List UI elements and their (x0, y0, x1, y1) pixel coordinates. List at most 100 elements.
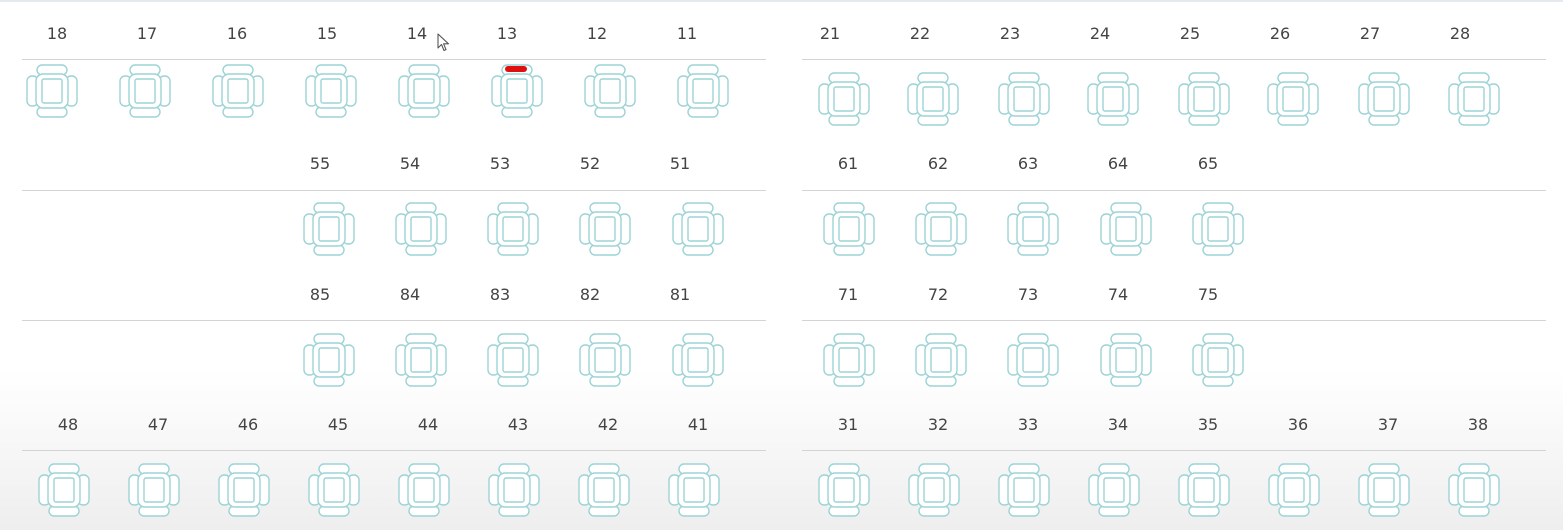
tooth-55[interactable] (302, 201, 356, 257)
tooth-icon (26, 64, 78, 118)
tooth-number-46: 46 (237, 415, 259, 434)
tooth-31[interactable] (817, 462, 871, 518)
tooth-15[interactable] (304, 63, 358, 119)
lower-primary-teeth-right-line (802, 320, 1546, 321)
tooth-icon (908, 463, 960, 517)
tooth-26[interactable] (1266, 71, 1320, 127)
tooth-11[interactable] (676, 63, 730, 119)
tooth-41[interactable] (667, 462, 721, 518)
tooth-17[interactable] (118, 63, 172, 119)
tooth-icon (1007, 333, 1059, 387)
tooth-61[interactable] (822, 201, 876, 257)
tooth-74[interactable] (1099, 332, 1153, 388)
tooth-47[interactable] (127, 462, 181, 518)
tooth-27[interactable] (1357, 71, 1411, 127)
tooth-number-14: 14 (406, 24, 428, 43)
tooth-icon (668, 463, 720, 517)
tooth-43[interactable] (487, 462, 541, 518)
tooth-number-21: 21 (819, 24, 841, 43)
tooth-35[interactable] (1177, 462, 1231, 518)
tooth-82[interactable] (578, 332, 632, 388)
tooth-icon (1358, 72, 1410, 126)
tooth-21[interactable] (817, 71, 871, 127)
tooth-18[interactable] (25, 63, 79, 119)
tooth-85[interactable] (302, 332, 356, 388)
tooth-75[interactable] (1191, 332, 1245, 388)
tooth-28[interactable] (1447, 71, 1501, 127)
tooth-icon (818, 72, 870, 126)
tooth-71[interactable] (822, 332, 876, 388)
tooth-number-23: 23 (999, 24, 1021, 43)
tooth-icon (1178, 463, 1230, 517)
tooth-icon (305, 64, 357, 118)
tooth-25[interactable] (1177, 71, 1231, 127)
tooth-64[interactable] (1099, 201, 1153, 257)
tooth-36[interactable] (1267, 462, 1321, 518)
tooth-icon (823, 333, 875, 387)
tooth-37[interactable] (1357, 462, 1411, 518)
tooth-38[interactable] (1447, 462, 1501, 518)
tooth-48[interactable] (37, 462, 91, 518)
tooth-13[interactable] (490, 63, 544, 119)
tooth-62[interactable] (914, 201, 968, 257)
tooth-icon (308, 463, 360, 517)
tooth-number-72: 72 (927, 285, 949, 304)
tooth-73[interactable] (1006, 332, 1060, 388)
tooth-44[interactable] (397, 462, 451, 518)
tooth-number-16: 16 (226, 24, 248, 43)
tooth-32[interactable] (907, 462, 961, 518)
tooth-84[interactable] (394, 332, 448, 388)
tooth-icon (579, 333, 631, 387)
tooth-icon (395, 333, 447, 387)
tooth-23[interactable] (997, 71, 1051, 127)
tooth-number-35: 35 (1197, 415, 1219, 434)
tooth-54[interactable] (394, 201, 448, 257)
lower-teeth-left-line (22, 450, 766, 451)
tooth-number-48: 48 (57, 415, 79, 434)
tooth-number-36: 36 (1287, 415, 1309, 434)
tooth-number-44: 44 (417, 415, 439, 434)
tooth-icon (1448, 72, 1500, 126)
tooth-number-81: 81 (669, 285, 691, 304)
tooth-number-53: 53 (489, 154, 511, 173)
tooth-icon (398, 64, 450, 118)
tooth-46[interactable] (217, 462, 271, 518)
tooth-number-64: 64 (1107, 154, 1129, 173)
tooth-icon (1192, 333, 1244, 387)
top-border (0, 0, 1563, 2)
tooth-14[interactable] (397, 63, 451, 119)
tooth-icon (1192, 202, 1244, 256)
tooth-number-26: 26 (1269, 24, 1291, 43)
tooth-53[interactable] (486, 201, 540, 257)
tooth-number-74: 74 (1107, 285, 1129, 304)
tooth-51[interactable] (671, 201, 725, 257)
tooth-65[interactable] (1191, 201, 1245, 257)
tooth-number-12: 12 (586, 24, 608, 43)
tooth-34[interactable] (1087, 462, 1141, 518)
tooth-63[interactable] (1006, 201, 1060, 257)
tooth-52[interactable] (578, 201, 632, 257)
tooth-33[interactable] (997, 462, 1051, 518)
tooth-83[interactable] (486, 332, 540, 388)
tooth-number-71: 71 (837, 285, 859, 304)
tooth-icon (672, 202, 724, 256)
tooth-12[interactable] (583, 63, 637, 119)
tooth-number-38: 38 (1467, 415, 1489, 434)
tooth-number-43: 43 (507, 415, 529, 434)
tooth-22[interactable] (906, 71, 960, 127)
tooth-45[interactable] (307, 462, 361, 518)
tooth-72[interactable] (914, 332, 968, 388)
tooth-number-75: 75 (1197, 285, 1219, 304)
tooth-16[interactable] (211, 63, 265, 119)
tooth-81[interactable] (671, 332, 725, 388)
tooth-icon (998, 72, 1050, 126)
tooth-number-52: 52 (579, 154, 601, 173)
tooth-number-28: 28 (1449, 24, 1471, 43)
tooth-icon (1267, 72, 1319, 126)
tooth-number-54: 54 (399, 154, 421, 173)
tooth-number-85: 85 (309, 285, 331, 304)
upper-teeth-left-line (22, 59, 766, 60)
tooth-24[interactable] (1086, 71, 1140, 127)
tooth-42[interactable] (577, 462, 631, 518)
tooth-number-73: 73 (1017, 285, 1039, 304)
